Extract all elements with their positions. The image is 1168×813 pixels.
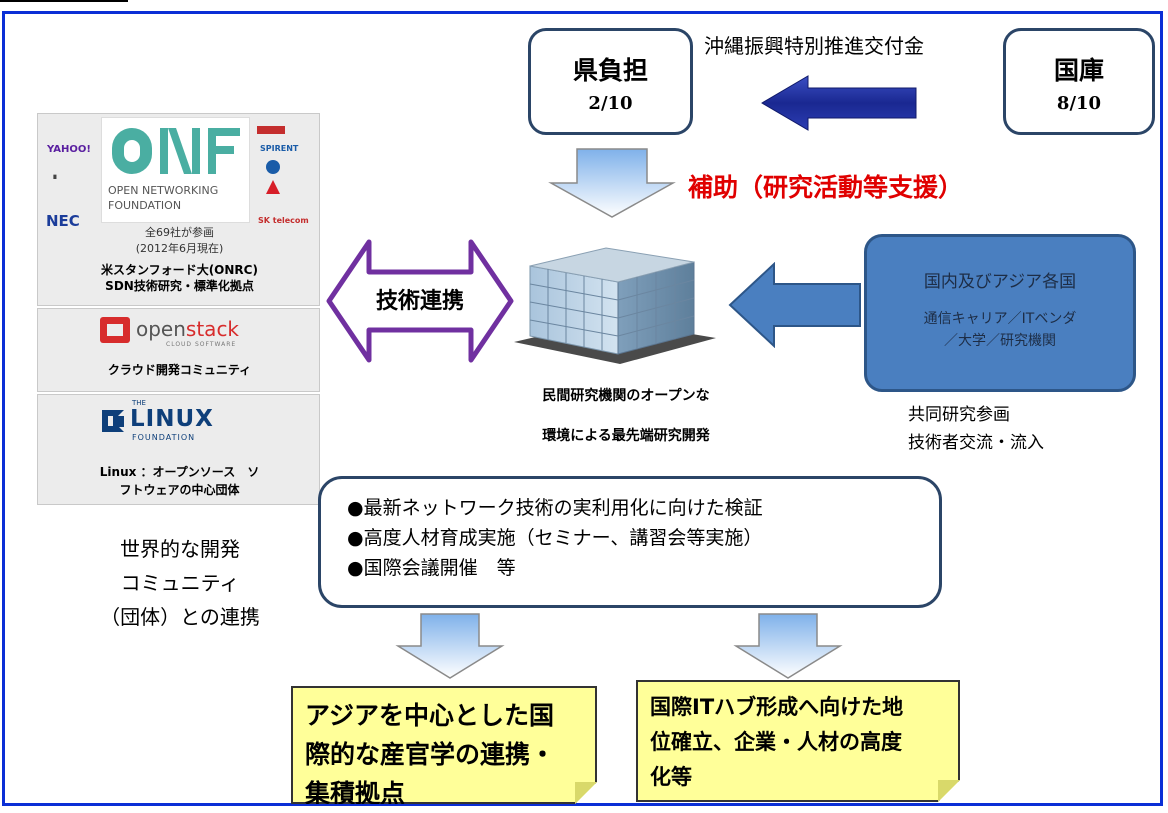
- partners-line1: 通信キャリア／ITベンダ: [923, 311, 1077, 327]
- partner-arrow: [728, 262, 861, 348]
- onf-logo-mark: [112, 128, 240, 174]
- subsidy-down-arrow: [548, 148, 676, 218]
- tech-link-label: 技術連携: [375, 289, 464, 314]
- partners-line2: ／大学／研究機関: [944, 333, 1056, 349]
- national-title: 国庫: [1053, 56, 1104, 85]
- onf-member-logos: YAHOO! ∎ NEC SPIRENT SK telecom: [44, 122, 312, 232]
- linux-caption-line2: フトウェアの中心団体: [119, 483, 240, 497]
- partners-title: 国内及びアジア各国: [923, 272, 1077, 292]
- linux-logo-name: LINUX: [130, 406, 214, 432]
- onf-logo-line2: FOUNDATION: [108, 199, 182, 212]
- partners-caption1: 共同研究参画: [908, 405, 1010, 425]
- openstack-panel: openstack CLOUD SOFTWARE クラウド開発コミュニティ: [37, 308, 320, 392]
- onf-panel: YAHOO! ∎ NEC SPIRENT SK telecom OPEN NET…: [37, 113, 320, 306]
- diagram-frame: [2, 11, 1163, 806]
- onf-members: 全69社が参画: [145, 226, 214, 239]
- onf-as-of: (2012年6月現在): [135, 242, 224, 255]
- grant-label: 沖縄振興特別推進交付金: [704, 34, 924, 58]
- openstack-logo-icon: [100, 317, 130, 343]
- activity-item: ●最新ネットワーク技術の実利用化に向けた検証: [347, 497, 763, 519]
- activity-item: ●高度人材育成実施（セミナー、講習会等実施）: [347, 527, 763, 549]
- funding-arrow: [761, 75, 917, 131]
- activity-item: ●国際会議開催 等: [347, 557, 516, 579]
- center-line2: 環境による最先端研究開発: [542, 428, 710, 444]
- header-tab-line: [0, 0, 128, 2]
- outcome-note-right: 国際ITハブ形成へ向けた地 位確立、企業・人材の高度 化等: [636, 680, 960, 802]
- subsidy-label: 補助（研究活動等支援）: [688, 173, 964, 202]
- prefecture-ratio: 2/10: [588, 93, 633, 114]
- national-ratio: 8/10: [1056, 93, 1102, 114]
- partners-box: 国内及びアジア各国 通信キャリア／ITベンダ ／大学／研究機関: [864, 234, 1136, 392]
- activities-box: ●最新ネットワーク技術の実利用化に向けた検証 ●高度人材育成実施（セミナー、講習…: [318, 476, 942, 608]
- onf-logo: OPEN NETWORKING FOUNDATION: [101, 117, 250, 223]
- outcome-right-arrow: [733, 613, 843, 679]
- prefecture-title: 県負担: [572, 56, 648, 85]
- center-line1: 民間研究機関のオープンな: [542, 388, 710, 404]
- linux-foundation-panel: THE LINUX FOUNDATION Linux ：オープンソース ソ フト…: [37, 394, 320, 505]
- national-treasury-box: 国庫 8/10: [1003, 28, 1155, 135]
- linux-logo-the: THE: [132, 399, 146, 407]
- openstack-logo: openstack: [136, 317, 240, 341]
- linux-logo-foundation: FOUNDATION: [132, 433, 196, 442]
- onf-caption-line1: 米スタンフォード大(ONRC): [101, 263, 258, 277]
- outcome-note-left: アジアを中心とした国 際的な産官学の連携・ 集積拠点: [291, 686, 597, 804]
- onf-logo-line1: OPEN NETWORKING: [108, 184, 219, 197]
- outcome-left-arrow: [395, 613, 505, 679]
- tech-link-arrow: [326, 239, 514, 363]
- openstack-caption: クラウド開発コミュニティ: [107, 363, 252, 377]
- onf-caption-line2: SDN技術研究・標準化拠点: [105, 279, 254, 293]
- left-caption: 世界的な開発 コミュニティ （団体）との連携: [100, 537, 260, 629]
- partners-caption2: 技術者交流・流入: [908, 433, 1044, 453]
- building-icon: [514, 247, 716, 364]
- openstack-tagline: CLOUD SOFTWARE: [166, 341, 237, 348]
- prefecture-share-box: 県負担 2/10: [528, 28, 693, 135]
- linux-caption-line1: Linux ：オープンソース ソ: [99, 465, 260, 479]
